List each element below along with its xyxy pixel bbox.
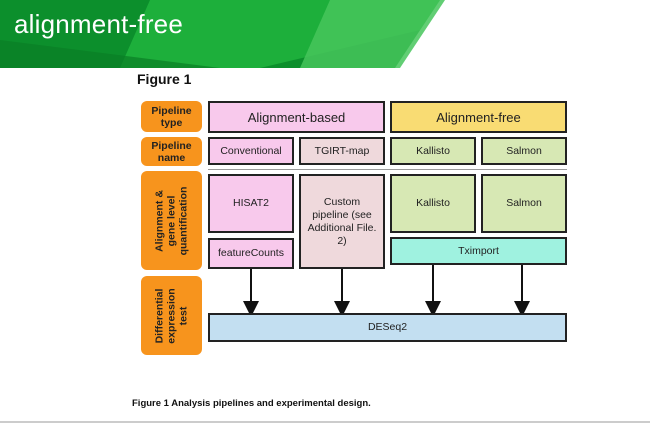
tool-deseq2: DESeq2 (208, 313, 567, 342)
row-divider (208, 169, 567, 170)
tool-salmon: Salmon (481, 174, 567, 233)
tool-kallisto: Kallisto (390, 174, 476, 233)
figure-caption: Figure 1 Analysis pipelines and experime… (132, 398, 371, 409)
header-banner (0, 0, 445, 68)
name-conventional: Conventional (208, 137, 294, 165)
figure-label: Figure 1 (137, 71, 192, 87)
row-label-alignment-quantification: Alignment & gene level quantification (141, 171, 202, 270)
row-label-differential-expression: Differential expression test (141, 276, 202, 355)
bottom-divider (0, 421, 650, 423)
name-salmon: Salmon (481, 137, 567, 165)
name-kallisto: Kallisto (390, 137, 476, 165)
page-title: alignment-free (14, 9, 183, 39)
tool-featurecounts: featureCounts (208, 238, 294, 269)
tool-tximport: Tximport (390, 237, 567, 265)
row-label-pipeline-type: Pipeline type (141, 101, 202, 132)
tool-custom-pipeline: Custom pipeline (see Additional File. 2) (299, 174, 385, 269)
tool-hisat2: HISAT2 (208, 174, 294, 233)
type-alignment-free: Alignment-free (390, 101, 567, 133)
type-alignment-based: Alignment-based (208, 101, 385, 133)
name-tgirt-map: TGIRT-map (299, 137, 385, 165)
row-label-pipeline-name: Pipeline name (141, 137, 202, 166)
